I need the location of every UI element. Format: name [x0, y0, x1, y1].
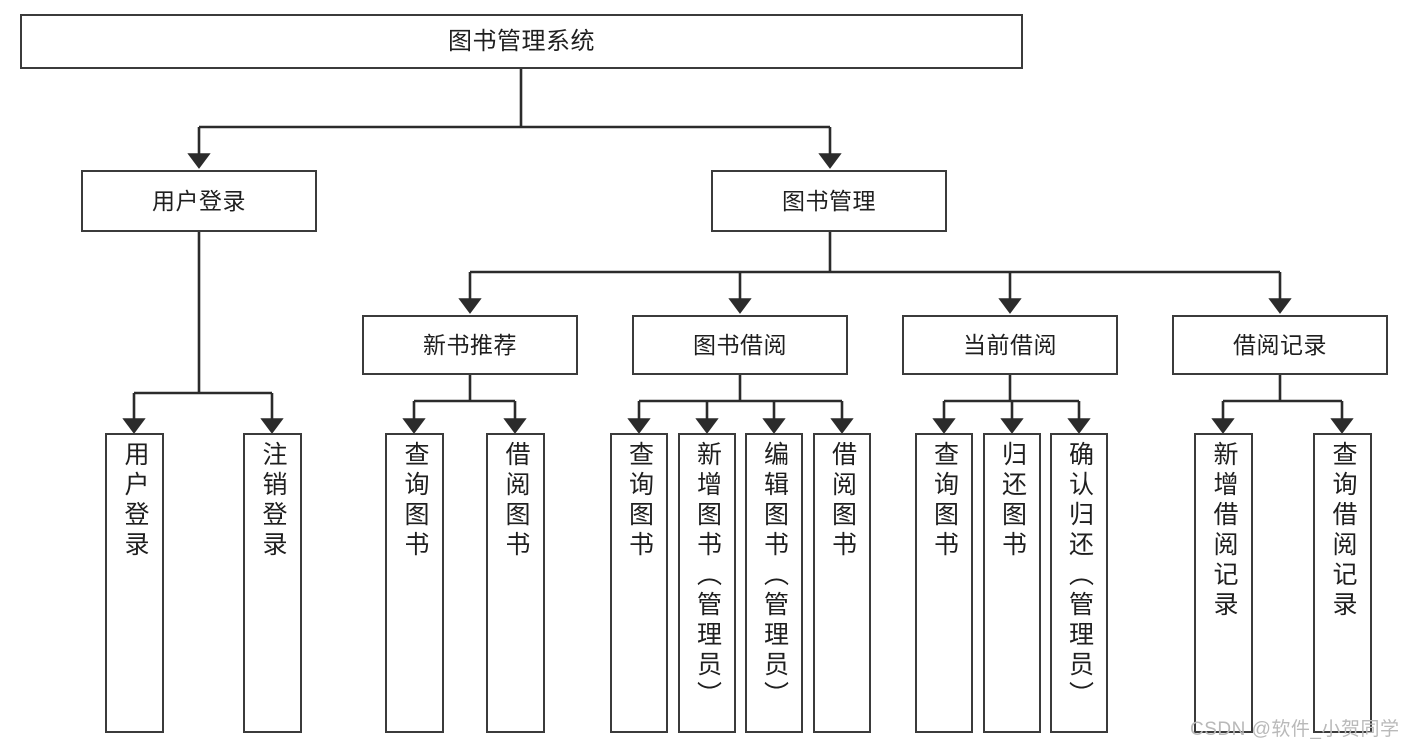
- node-label: 用户登录: [152, 187, 246, 214]
- node-label: 借阅图书: [828, 441, 857, 561]
- leaf-new-book-borrow[interactable]: 借阅图书: [486, 433, 545, 733]
- node-label: 借阅记录: [1233, 331, 1327, 358]
- leaf-book-borrow-query[interactable]: 查询图书: [610, 433, 668, 733]
- leaf-borrow-record-query[interactable]: 查询借阅记录: [1313, 433, 1372, 733]
- node-label: 查询图书: [625, 441, 654, 561]
- node-new-book-recommend[interactable]: 新书推荐: [362, 315, 578, 375]
- node-label: 确认归还（管理员）: [1065, 441, 1094, 711]
- node-label: 图书管理系统: [448, 27, 595, 55]
- node-label: 用户登录: [121, 441, 149, 561]
- leaf-book-borrow-borrow[interactable]: 借阅图书: [813, 433, 871, 733]
- node-label: 新书推荐: [423, 331, 517, 358]
- node-label: 当前借阅: [963, 331, 1057, 358]
- node-label: 编辑图书（管理员）: [760, 441, 789, 711]
- node-label: 新增图书（管理员）: [693, 441, 722, 711]
- node-label: 注销登录: [259, 441, 287, 561]
- node-current-borrow[interactable]: 当前借阅: [902, 315, 1118, 375]
- node-label: 新增借阅记录: [1210, 441, 1238, 621]
- node-borrow-record[interactable]: 借阅记录: [1172, 315, 1388, 375]
- leaf-user-login-logout[interactable]: 注销登录: [243, 433, 302, 733]
- node-label: 查询图书: [401, 441, 429, 561]
- leaf-book-borrow-edit[interactable]: 编辑图书（管理员）: [745, 433, 803, 733]
- node-root-system[interactable]: 图书管理系统: [20, 14, 1023, 69]
- leaf-book-borrow-add[interactable]: 新增图书（管理员）: [678, 433, 736, 733]
- node-book-management[interactable]: 图书管理: [711, 170, 947, 232]
- leaf-user-login-login[interactable]: 用户登录: [105, 433, 164, 733]
- csdn-watermark: CSDN @软件_小贺同学: [1190, 719, 1400, 740]
- node-label: 归还图书: [998, 441, 1027, 561]
- node-label: 查询图书: [930, 441, 959, 561]
- leaf-current-borrow-return[interactable]: 归还图书: [983, 433, 1041, 733]
- leaf-new-book-query[interactable]: 查询图书: [385, 433, 444, 733]
- leaf-borrow-record-add[interactable]: 新增借阅记录: [1194, 433, 1253, 733]
- leaf-current-borrow-confirm-return[interactable]: 确认归还（管理员）: [1050, 433, 1108, 733]
- node-user-login[interactable]: 用户登录: [81, 170, 317, 232]
- node-label: 查询借阅记录: [1329, 441, 1357, 621]
- node-label: 图书管理: [782, 187, 876, 214]
- node-book-borrow[interactable]: 图书借阅: [632, 315, 848, 375]
- node-label: 图书借阅: [693, 331, 787, 358]
- node-label: 借阅图书: [502, 441, 530, 561]
- leaf-current-borrow-query[interactable]: 查询图书: [915, 433, 973, 733]
